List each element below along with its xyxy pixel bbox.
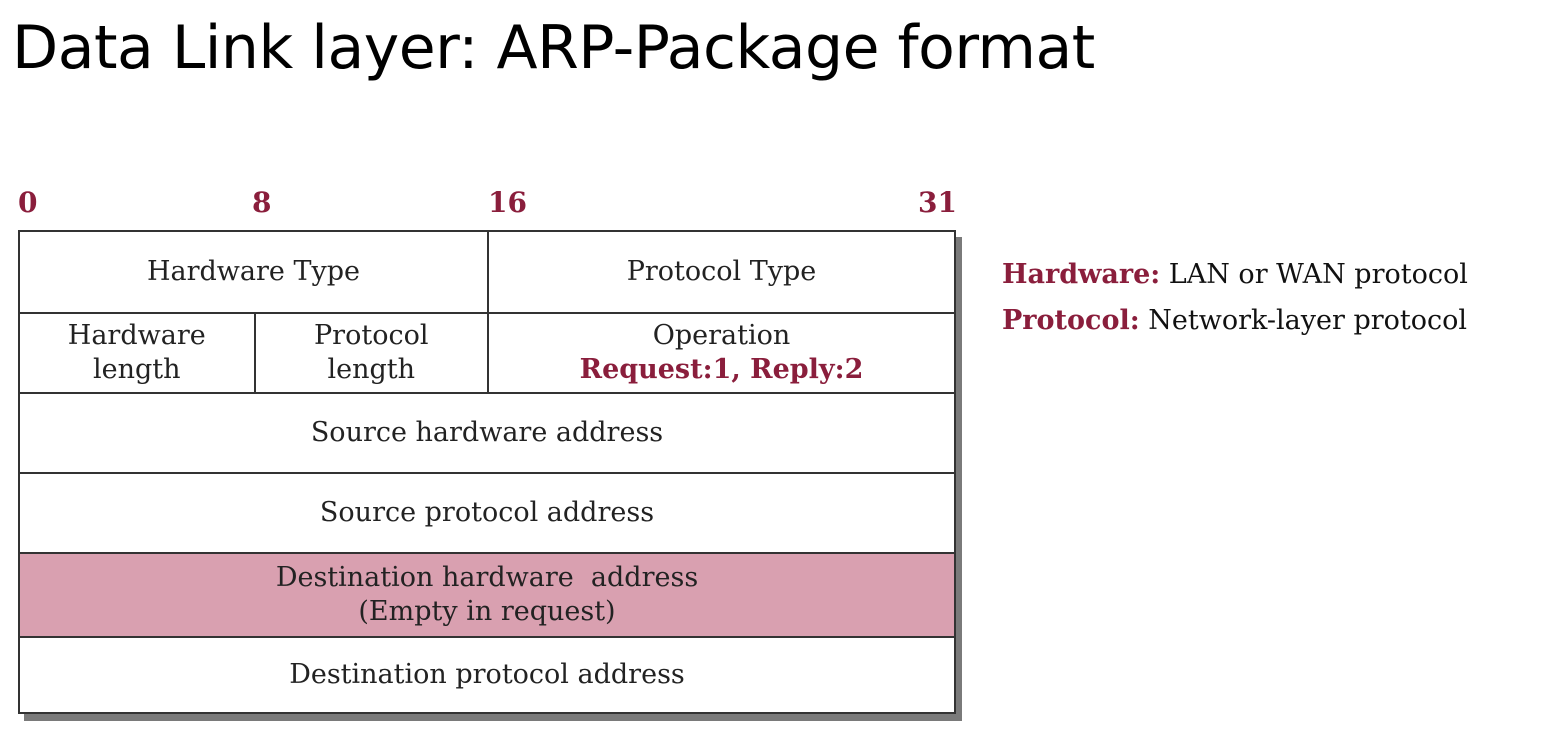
legend-item-protocol: Protocol: Network-layer protocol bbox=[1002, 298, 1468, 344]
field-label: Destination protocol address bbox=[289, 659, 685, 691]
page-title: Data Link layer: ARP-Package format bbox=[12, 13, 1095, 83]
field-hardware-length: Hardware length bbox=[20, 314, 254, 392]
bit-label-31: 31 bbox=[918, 186, 957, 219]
field-label: Protocol bbox=[314, 320, 429, 352]
field-label: Destination hardware address bbox=[275, 562, 699, 594]
row-destination-hardware-address: Destination hardware address (Empty in r… bbox=[20, 552, 954, 636]
field-hardware-type: Hardware Type bbox=[20, 232, 487, 312]
legend-text: Network-layer protocol bbox=[1139, 304, 1468, 336]
field-label: length bbox=[92, 354, 181, 385]
bit-label-8: 8 bbox=[252, 186, 272, 219]
legend-term: Protocol: bbox=[1002, 304, 1140, 336]
bit-label-0: 0 bbox=[18, 186, 38, 219]
operation-values: Request:1, Reply:2 bbox=[579, 354, 864, 385]
field-note: (Empty in request) bbox=[358, 596, 616, 627]
legend-text: LAN or WAN protocol bbox=[1160, 259, 1468, 290]
bit-label-16: 16 bbox=[488, 186, 527, 219]
field-protocol-length: Protocol length bbox=[253, 314, 488, 392]
field-label: length bbox=[327, 354, 416, 385]
row-lengths-operation: Hardware length Protocol length Operatio… bbox=[20, 312, 954, 392]
arp-packet-diagram: Hardware Type Protocol Type Hardware len… bbox=[18, 230, 956, 714]
row-source-hardware-address: Source hardware address bbox=[20, 392, 954, 472]
field-source-hardware-address: Source hardware address bbox=[20, 394, 954, 472]
field-destination-protocol-address: Destination protocol address bbox=[20, 638, 954, 712]
legend-item-hardware: Hardware: LAN or WAN protocol bbox=[1002, 252, 1468, 298]
field-label: Source hardware address bbox=[310, 417, 664, 449]
legend: Hardware: LAN or WAN protocol Protocol: … bbox=[1002, 252, 1468, 344]
field-label: Hardware Type bbox=[146, 256, 361, 288]
row-types: Hardware Type Protocol Type bbox=[20, 232, 954, 312]
field-source-protocol-address: Source protocol address bbox=[20, 474, 954, 552]
field-destination-hardware-address: Destination hardware address (Empty in r… bbox=[20, 554, 954, 636]
field-label: Source protocol address bbox=[319, 497, 655, 529]
field-label: Operation bbox=[652, 320, 791, 352]
legend-term: Hardware: bbox=[1002, 259, 1161, 290]
field-label: Hardware bbox=[67, 320, 206, 352]
field-operation: Operation Request:1, Reply:2 bbox=[487, 314, 954, 392]
row-source-protocol-address: Source protocol address bbox=[20, 472, 954, 552]
field-protocol-type: Protocol Type bbox=[487, 232, 954, 312]
row-destination-protocol-address: Destination protocol address bbox=[20, 636, 954, 712]
field-label: Protocol Type bbox=[626, 256, 817, 288]
